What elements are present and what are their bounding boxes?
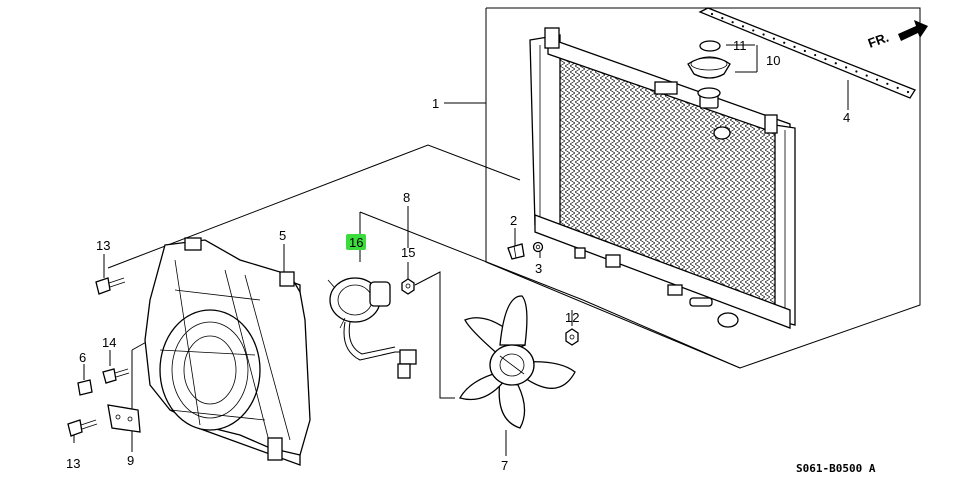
clip-6 — [77, 379, 93, 396]
radiator-upper-cushion — [698, 7, 916, 99]
strip-dot — [793, 45, 796, 48]
callout-2: 2 — [510, 213, 517, 228]
callout-1: 1 — [432, 96, 439, 111]
flange-bolt-upper — [95, 277, 126, 295]
nut-12 — [565, 328, 579, 346]
nut-15 — [401, 278, 415, 295]
callout-4: 4 — [843, 110, 850, 125]
callout-3: 3 — [535, 261, 542, 276]
strip-dot — [855, 70, 858, 73]
callout-11: 11 — [733, 38, 747, 53]
arrow-right-icon — [898, 20, 928, 41]
callout-6: 6 — [79, 350, 86, 365]
strip-dot — [710, 12, 714, 16]
callout-15: 15 — [401, 245, 415, 260]
callout-12: 12 — [565, 310, 579, 325]
strip-dot — [762, 33, 765, 36]
fan-shroud — [144, 237, 311, 466]
strip-dot — [741, 25, 745, 28]
strip-dot — [834, 62, 837, 65]
strip-dot — [886, 82, 889, 85]
callout-14: 14 — [102, 335, 116, 350]
strip-dot — [752, 29, 755, 32]
front-label: FR. — [866, 30, 891, 51]
strip-dot — [845, 66, 848, 69]
strip-dot — [772, 37, 775, 40]
diagram-code: S061-B0500 A — [796, 462, 876, 475]
callout-13: 13 — [96, 238, 110, 253]
drain-washer — [532, 241, 544, 253]
cooling-fan — [459, 295, 576, 429]
strip-dot — [803, 49, 806, 53]
callout-9: 9 — [127, 453, 134, 468]
callout-7: 7 — [501, 458, 508, 473]
callout-10: 10 — [766, 53, 780, 68]
flange-bolt-lower — [67, 419, 98, 437]
radiator — [529, 27, 796, 329]
callout-8: 8 — [403, 190, 410, 205]
strip-dot — [906, 90, 910, 94]
callout-labels: 1 2 3 4 5 6 7 8 9 10 11 12 13 13 14 15 1… — [66, 38, 850, 473]
strip-dot — [865, 74, 868, 77]
strip-dot — [721, 17, 724, 20]
strip-dot — [824, 58, 827, 61]
shroud-bracket — [107, 404, 141, 433]
strip-dot — [875, 78, 879, 81]
strip-dot — [731, 21, 734, 24]
highlight-box — [346, 234, 366, 250]
strip-dot — [896, 86, 899, 89]
callout-13: 13 — [66, 456, 80, 471]
callout-5: 5 — [279, 228, 286, 243]
callout-16: 16 — [349, 235, 363, 250]
strip-dot — [783, 41, 786, 44]
strip-dot — [814, 53, 817, 57]
drain-plug — [507, 243, 525, 260]
front-direction-indicator: FR. — [866, 20, 928, 51]
radiator-cap — [687, 40, 731, 79]
bolt-14 — [102, 368, 130, 384]
fan-motor — [327, 277, 417, 379]
